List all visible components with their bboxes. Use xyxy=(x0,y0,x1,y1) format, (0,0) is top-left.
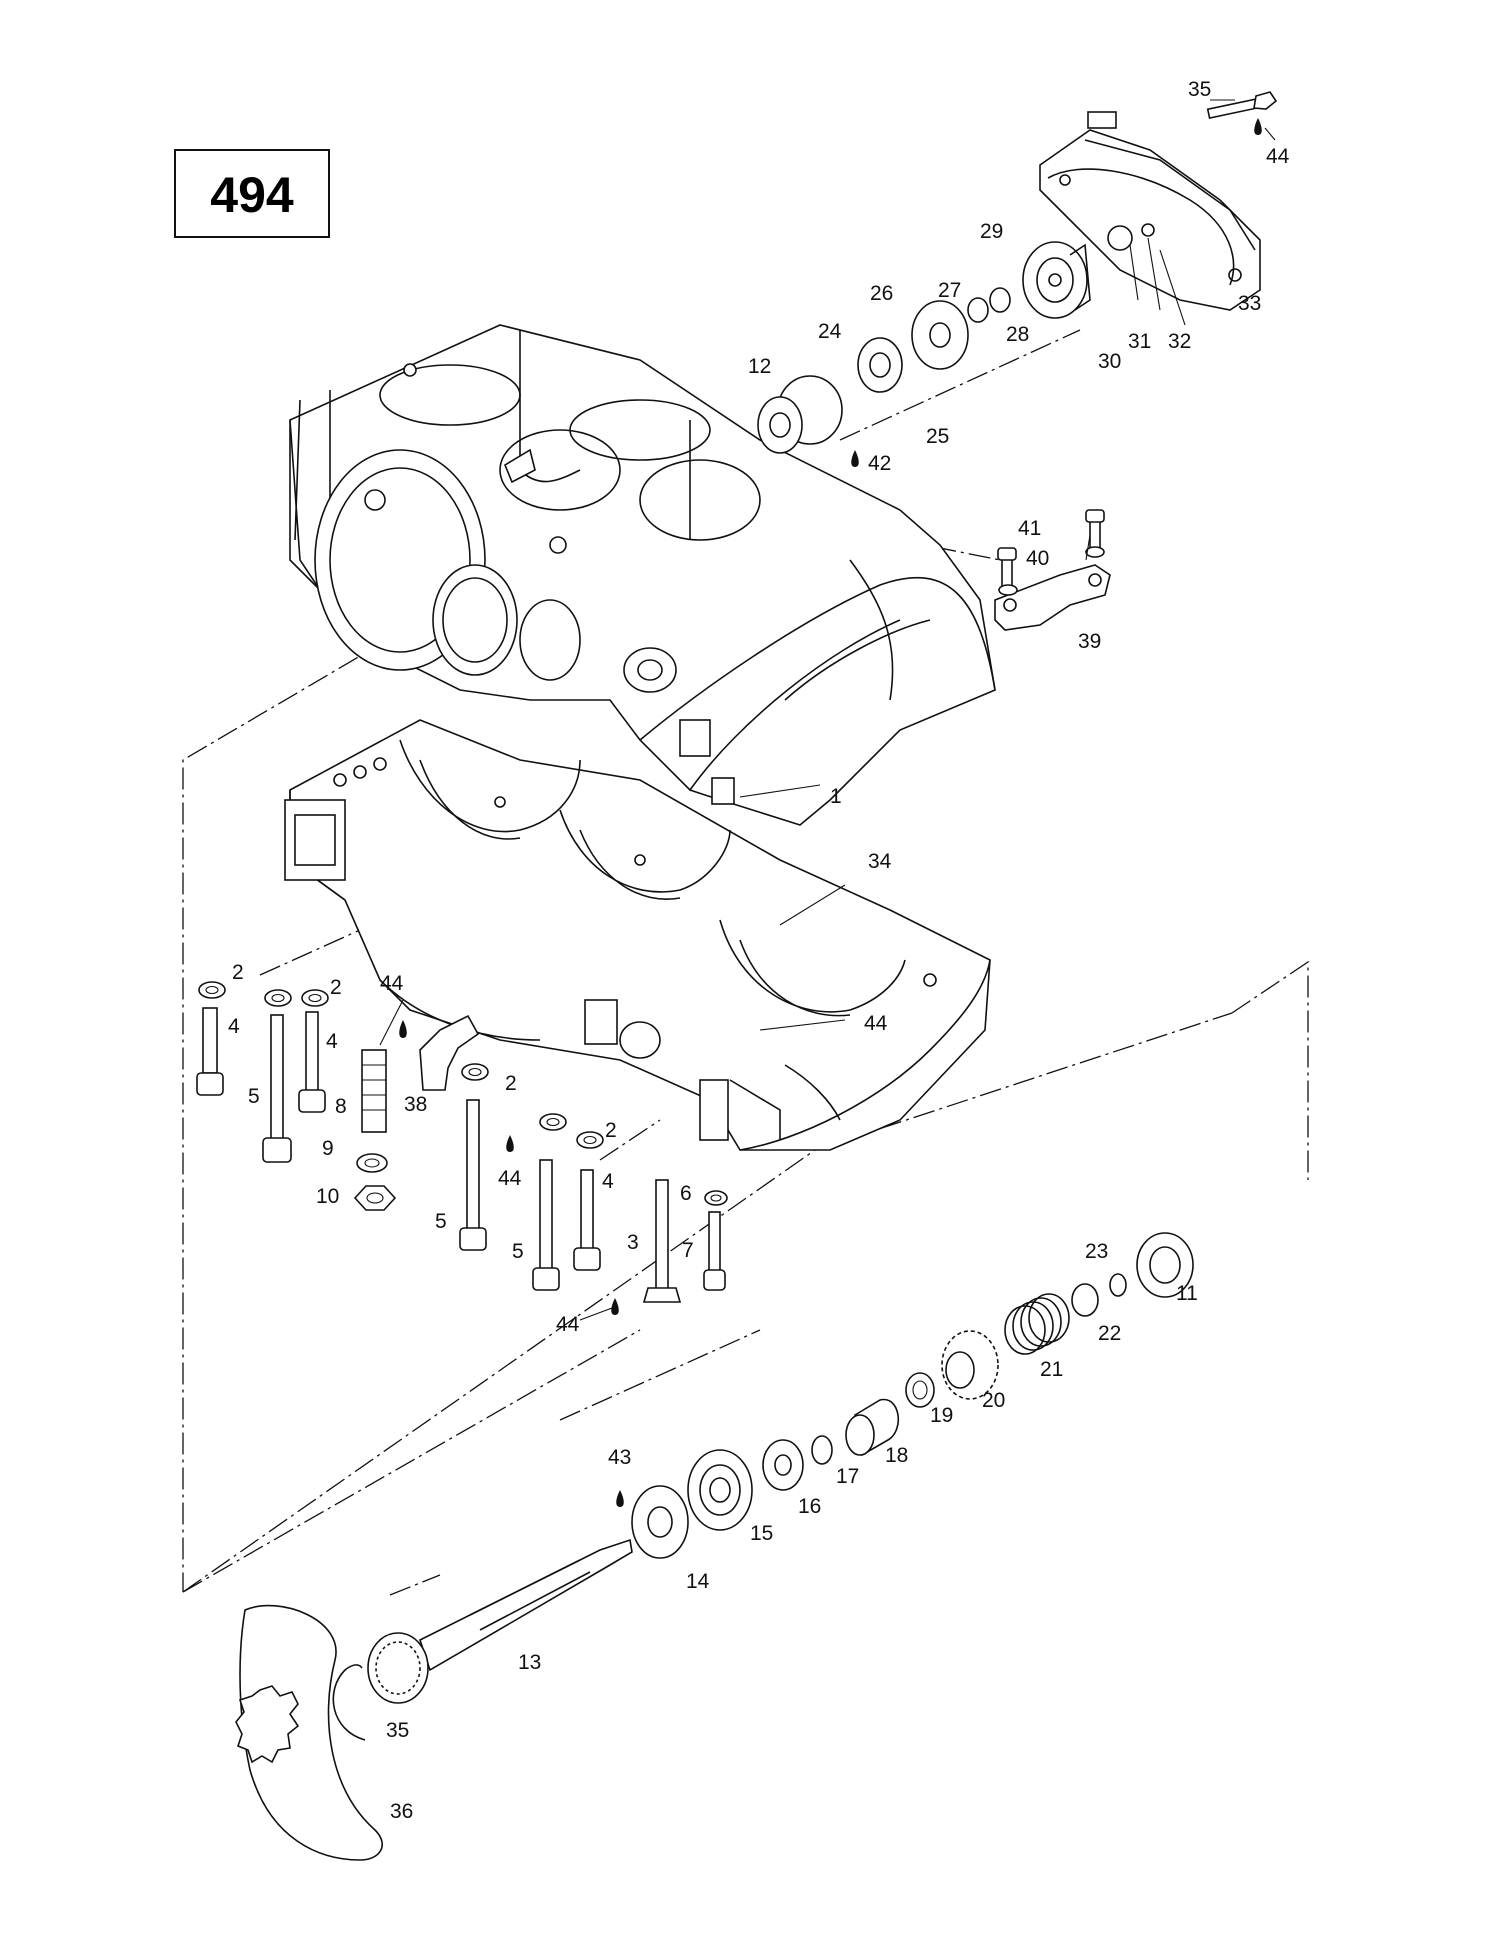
part-label: 16 xyxy=(798,1495,821,1518)
part-label: 5 xyxy=(512,1240,524,1263)
lower-crankcase xyxy=(284,719,991,1151)
part-label: 25 xyxy=(926,425,949,448)
sealant-drop-icon xyxy=(399,1020,407,1038)
leader-lines xyxy=(379,99,1276,1321)
part-label: 27 xyxy=(938,279,961,302)
part-label: 4 xyxy=(326,1030,338,1053)
part-label: 3 xyxy=(627,1231,639,1254)
part-label: 13 xyxy=(518,1651,541,1674)
bracket-assembly xyxy=(994,509,1111,631)
shaft-gear-icon xyxy=(367,1632,429,1704)
part-label: 43 xyxy=(608,1446,631,1469)
part-label: 31 xyxy=(1128,330,1151,353)
bolt-icon xyxy=(270,1014,284,1141)
part-label: 15 xyxy=(750,1522,773,1545)
part-label: 18 xyxy=(885,1444,908,1467)
circlip-icon xyxy=(332,1664,366,1741)
part-label: 22 xyxy=(1098,1322,1121,1345)
washer-icon xyxy=(911,300,969,370)
seal-icon xyxy=(631,1485,689,1559)
part-label: 2 xyxy=(505,1072,517,1095)
part-label: 35 xyxy=(386,1719,409,1742)
part-label: 2 xyxy=(605,1119,617,1142)
bolt-icon xyxy=(466,1099,480,1231)
part-label: 44 xyxy=(498,1167,522,1190)
part-label: 2 xyxy=(232,961,244,984)
part-label: 5 xyxy=(435,1210,447,1233)
part-label: 11 xyxy=(1176,1282,1198,1305)
washer-icon xyxy=(198,981,226,999)
part-label: 40 xyxy=(1026,547,1049,570)
stud-icon xyxy=(361,1049,387,1133)
part-label: 24 xyxy=(818,320,842,343)
part-label: 19 xyxy=(930,1404,953,1427)
part-label: 6 xyxy=(680,1182,692,1205)
bolt-icon xyxy=(1206,97,1260,120)
part-label: 20 xyxy=(982,1389,1005,1412)
part-label: 12 xyxy=(748,355,771,378)
part-label: 21 xyxy=(1040,1358,1063,1381)
part-label: 29 xyxy=(980,220,1003,243)
part-label: 1 xyxy=(830,785,842,808)
part-label: 44 xyxy=(556,1313,580,1336)
pump-assembly xyxy=(757,91,1278,467)
part-label: 30 xyxy=(1098,350,1121,373)
part-label: 36 xyxy=(390,1800,413,1823)
part-label: 44 xyxy=(864,1012,888,1035)
elbow-fitting-icon xyxy=(419,1014,480,1091)
part-label: 26 xyxy=(870,282,893,305)
part-label: 8 xyxy=(335,1095,347,1118)
part-label: 14 xyxy=(686,1570,710,1593)
upper-crankcase xyxy=(289,324,996,826)
part-label: 34 xyxy=(868,850,892,873)
lock-washer-icon xyxy=(356,1153,388,1173)
screw-icon xyxy=(1001,557,1013,589)
part-label: 23 xyxy=(1085,1240,1108,1263)
diagram-number-box: 494 xyxy=(174,149,330,238)
nut-icon xyxy=(353,1185,397,1211)
part-label: 9 xyxy=(322,1137,334,1160)
part-label: 32 xyxy=(1168,330,1191,353)
part-label: 10 xyxy=(316,1185,339,1208)
part-label: 38 xyxy=(404,1093,427,1116)
part-label: 4 xyxy=(228,1015,240,1038)
washer-icon xyxy=(301,989,329,1007)
drive-shaft-assembly xyxy=(235,1232,1194,1861)
washer-icon xyxy=(264,989,292,1007)
part-label: 5 xyxy=(248,1085,260,1108)
bolt-icon xyxy=(202,1007,218,1074)
part-label: 44 xyxy=(1266,145,1290,168)
part-label: 33 xyxy=(1238,292,1261,315)
bolt-icon xyxy=(305,1011,319,1093)
bearing-icon xyxy=(1136,1232,1194,1298)
cover-icon xyxy=(1039,129,1261,311)
part-label: 17 xyxy=(836,1465,859,1488)
part-label: 42 xyxy=(868,452,891,475)
part-label: 2 xyxy=(330,976,342,999)
bracket-icon xyxy=(994,564,1111,631)
part-label: 39 xyxy=(1078,630,1101,653)
part-label: 28 xyxy=(1006,323,1029,346)
diagram-number: 494 xyxy=(210,167,294,223)
fasteners-left xyxy=(196,981,728,1315)
part-labels: 1 2 2 2 2 3 4 4 4 5 5 5 6 7 8 9 10 11 12… xyxy=(228,78,1290,1823)
gear-icon xyxy=(941,1330,999,1400)
part-label: 44 xyxy=(380,972,404,995)
part-label: 41 xyxy=(1018,517,1041,540)
bearing-icon xyxy=(687,1449,753,1531)
part-label: 35 xyxy=(1188,78,1211,101)
part-label: 7 xyxy=(682,1239,694,1262)
part-label: 4 xyxy=(602,1170,614,1193)
